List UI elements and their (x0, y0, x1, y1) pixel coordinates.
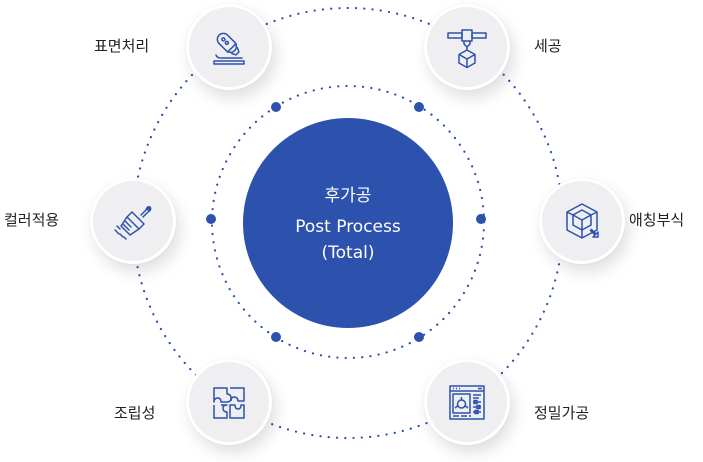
ring-dot (476, 214, 486, 224)
node-label: 조립성 (114, 404, 156, 422)
node-etching (539, 178, 625, 264)
ring-dot (414, 332, 424, 342)
center-title-en: Post Process (295, 216, 401, 237)
pen-surface-icon (213, 32, 245, 65)
node-label: 세공 (534, 37, 562, 55)
node-color-application (90, 178, 176, 264)
cad-window-icon (449, 385, 485, 420)
ring-dot (271, 102, 281, 112)
node-label: 애칭부식 (629, 211, 685, 229)
node-surface-treatment (186, 4, 272, 90)
node-precision-machining (424, 359, 510, 445)
node-label: 정밀가공 (534, 404, 590, 422)
center-title-ko: 후가공 (324, 185, 372, 206)
ring-dot (271, 332, 281, 342)
puzzle-icon (213, 387, 245, 419)
paint-brush-icon (114, 206, 152, 240)
node-label: 표면처리 (94, 37, 150, 55)
cube-etching-icon (566, 203, 599, 239)
node-assembly (186, 359, 272, 445)
3d-printer-icon (447, 29, 487, 69)
node-fine-work (424, 4, 510, 90)
node-label: 컬러적용 (4, 211, 60, 229)
ring-dot (206, 214, 216, 224)
ring-dot (414, 102, 424, 112)
center-post-process: 후가공 Post Process (Total) (243, 118, 453, 328)
center-subtitle: (Total) (321, 242, 375, 263)
